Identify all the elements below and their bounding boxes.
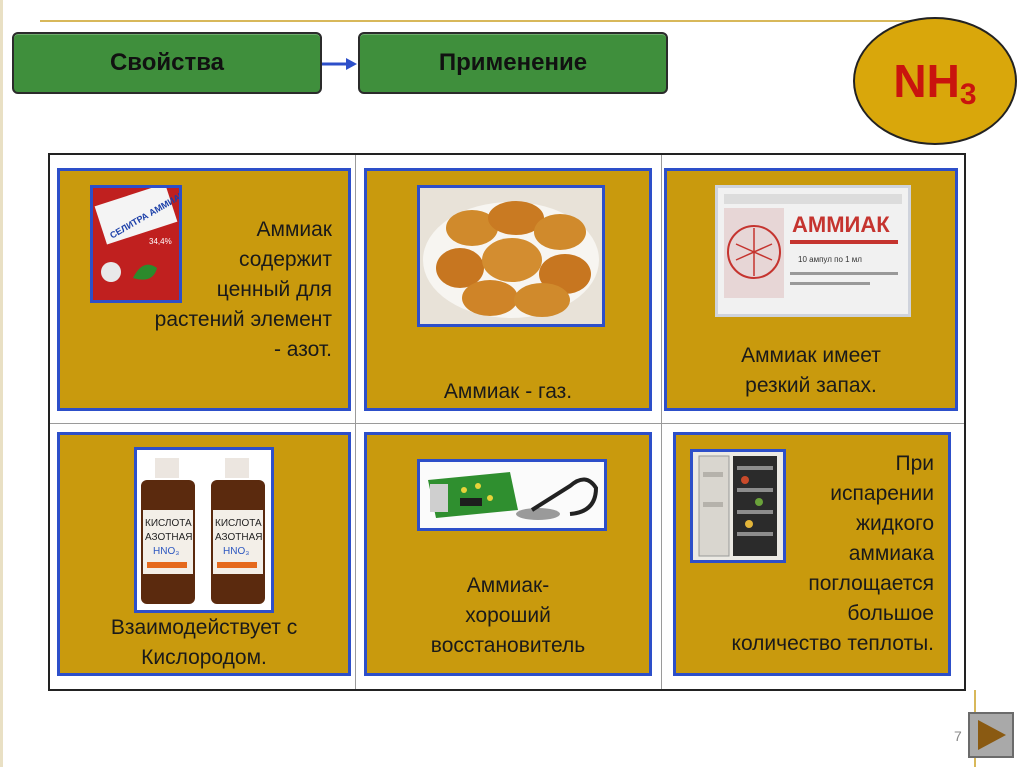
soldering-board-image	[417, 459, 607, 531]
card-heat: При испарении жидкого аммиака поглощаетс…	[673, 432, 951, 676]
ammonia-ampoule-box-image: АММИАК 10 ампул по 1 мл	[715, 185, 911, 317]
svg-text:АЗОТНАЯ: АЗОТНАЯ	[145, 532, 193, 543]
svg-text:АЗОТНАЯ: АЗОТНАЯ	[215, 532, 263, 543]
text-line: аммиака	[848, 542, 934, 565]
text-line: жидкого	[855, 512, 934, 535]
text-line: количество теплоты.	[731, 632, 934, 655]
card-gas: Аммиак - газ.	[364, 168, 652, 411]
svg-text:КИСЛОТА: КИСЛОТА	[215, 518, 262, 529]
text-line: хороший	[465, 604, 551, 627]
text-line: Аммиак	[256, 218, 332, 241]
formula-main: NH	[893, 55, 960, 107]
card-reducer: Аммиак- хороший восстановитель	[364, 432, 652, 676]
card-reducer-text: Аммиак- хороший восстановитель	[367, 571, 649, 661]
arrow-right-icon	[322, 58, 357, 70]
text-line: Аммиак-	[466, 574, 550, 597]
formula-subscript: 3	[959, 78, 977, 111]
text-line: - азот.	[273, 338, 332, 361]
saltpeter-package-image: СЕЛИТРА АММИАЧНАЯ 34,4%	[90, 185, 182, 303]
card-gas-text: Аммиак - газ.	[443, 380, 573, 403]
text-line: При	[895, 452, 934, 475]
text-line: Взаимодействует с	[110, 616, 298, 639]
text-line: резкий запах.	[745, 374, 877, 397]
svg-text:34,4%: 34,4%	[149, 237, 172, 246]
card-oxygen-text: Взаимодействует с Кислородом.	[60, 613, 348, 673]
text-line: содержит	[239, 248, 332, 271]
card-oxygen: КИСЛОТА АЗОТНАЯ HNO₃ КИСЛОТА АЗОТНАЯ HNO…	[57, 432, 351, 676]
card-heat-text: При испарении жидкого аммиака поглощаетс…	[732, 449, 934, 659]
text-line: поглощается	[808, 572, 934, 595]
properties-button-label: Свойства	[109, 49, 225, 76]
text-line: Кислородом.	[141, 646, 267, 669]
application-button-label: Применение	[438, 49, 588, 76]
cards-grid	[48, 153, 966, 691]
nitric-acid-bottles-image: КИСЛОТА АЗОТНАЯ HNO₃ КИСЛОТА АЗОТНАЯ HNO…	[134, 447, 274, 613]
play-arrow-icon	[978, 720, 1006, 750]
svg-text:АММИАК: АММИАК	[792, 212, 890, 237]
application-button[interactable]: Применение	[358, 32, 668, 94]
text-line: ценный для	[216, 278, 332, 301]
left-decor-line	[0, 0, 3, 767]
top-decor-line	[40, 20, 910, 22]
svg-text:10 ампул по 1 мл: 10 ампул по 1 мл	[798, 255, 862, 264]
card-smell-text: Аммиак имеет резкий запах.	[667, 341, 955, 401]
text-line: большое	[847, 602, 934, 625]
svg-text:HNO₃: HNO₃	[153, 546, 179, 557]
card-smell: АММИАК 10 ампул по 1 мл Аммиак имеет рез…	[664, 168, 958, 411]
next-slide-button[interactable]	[968, 712, 1014, 758]
pastries-image	[417, 185, 605, 327]
grid-divider	[355, 155, 356, 689]
text-line: растений элемент	[154, 308, 332, 331]
svg-text:HNO₃: HNO₃	[223, 546, 249, 557]
text-line: восстановитель	[430, 634, 586, 657]
card-fertilizer-text: Аммиак содержит ценный для растений элем…	[155, 215, 332, 365]
grid-divider	[50, 423, 964, 424]
properties-button[interactable]: Свойства	[12, 32, 322, 94]
card-fertilizer: СЕЛИТРА АММИАЧНАЯ 34,4% Аммиак содержит …	[57, 168, 351, 411]
refrigerator-image	[690, 449, 786, 563]
slide-number: 7	[954, 728, 962, 744]
text-line: испарении	[830, 482, 934, 505]
svg-text:КИСЛОТА: КИСЛОТА	[145, 518, 192, 529]
text-line: Аммиак имеет	[741, 344, 881, 367]
grid-divider	[661, 155, 662, 689]
